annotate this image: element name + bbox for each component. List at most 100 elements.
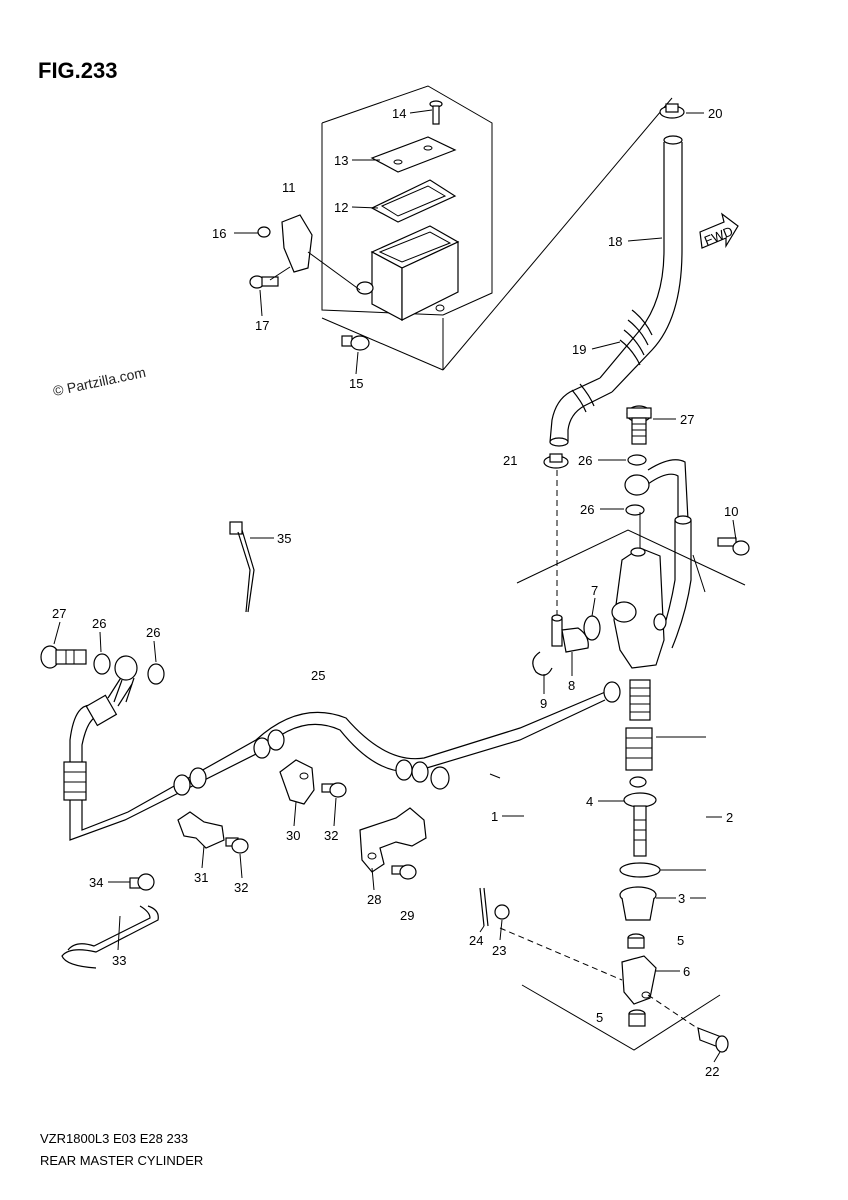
cable-tie-35[interactable]: [229, 521, 255, 613]
bracket-28[interactable]: [359, 807, 427, 873]
callout-26-left: 26: [92, 616, 106, 631]
callout-6: 6: [683, 964, 690, 979]
callout-19: 19: [572, 342, 586, 357]
callout-8: 8: [568, 678, 575, 693]
o-ring-7[interactable]: [583, 615, 601, 641]
callout-2: 2: [726, 810, 733, 825]
reservoir-body[interactable]: [356, 225, 460, 321]
callout-27-lower: 27: [52, 606, 66, 621]
hose-clamp-21[interactable]: [543, 453, 569, 469]
banjo-fitting-lower[interactable]: [113, 655, 138, 703]
figure-title: FIG.233: [38, 58, 117, 83]
callout-31: 31: [194, 870, 208, 885]
callout-27-upper: 27: [680, 412, 694, 427]
callout-26-right: 26: [146, 625, 160, 640]
callout-18: 18: [608, 234, 622, 249]
bolt-32-upper[interactable]: [321, 782, 347, 798]
assembly-outline-lower: [521, 984, 721, 1051]
diaphragm-12[interactable]: [370, 179, 457, 223]
callout-17: 17: [255, 318, 269, 333]
forward-arrow-icon: FWD: [699, 212, 739, 249]
bolt-10[interactable]: [717, 537, 750, 556]
washer-26-right[interactable]: [147, 663, 165, 685]
callout-13: 13: [334, 153, 348, 168]
boot-3[interactable]: [619, 886, 657, 921]
banjo-bolt-27-upper[interactable]: [626, 405, 652, 445]
reservoir-group: [249, 85, 493, 371]
assembly-outline-upper: [516, 529, 746, 586]
footer-name-line: REAR MASTER CYLINDER: [40, 1153, 203, 1168]
bolt-17[interactable]: [249, 266, 291, 289]
callout-24: 24: [469, 933, 483, 948]
brake-hose-25[interactable]: [63, 675, 621, 841]
reservoir-hose-18[interactable]: [599, 135, 683, 393]
callout-34: 34: [89, 875, 103, 890]
callout-5-lower: 5: [596, 1010, 603, 1025]
banjo-bolt-27-lower[interactable]: [40, 645, 87, 669]
leader-reservoir-to-clamp: [442, 97, 673, 371]
callout-14: 14: [392, 106, 406, 121]
callout-22: 22: [705, 1064, 719, 1079]
callout-32-upper: 32: [324, 828, 338, 843]
callout-32-lower: 32: [234, 880, 248, 895]
circlip-2[interactable]: [619, 862, 661, 878]
leader-23-to-6: [499, 927, 623, 981]
callout-25: 25: [311, 668, 325, 683]
callout-12: 12: [334, 200, 348, 215]
nut-5-upper[interactable]: [627, 933, 645, 949]
callout-20: 20: [708, 106, 722, 121]
callout-7: 7: [591, 583, 598, 598]
callout-26-upper: 26: [578, 453, 592, 468]
leader-6-to-22: [647, 994, 701, 1031]
callout-30: 30: [286, 828, 300, 843]
piston-assembly[interactable]: [625, 727, 653, 788]
wire-clip-33[interactable]: [61, 905, 159, 969]
clevis-6[interactable]: [621, 955, 657, 1005]
hose-end-19[interactable]: [549, 377, 613, 447]
circlip-9[interactable]: [532, 651, 553, 676]
callout-23: 23: [492, 943, 506, 958]
fwd-label: FWD: [702, 223, 735, 248]
callout-5-upper: 5: [677, 933, 684, 948]
reservoir-outline-lower: [321, 317, 444, 371]
hose-clamp-20[interactable]: [659, 103, 685, 119]
callout-9: 9: [540, 696, 547, 711]
reservoir-cap-13[interactable]: [370, 136, 457, 173]
push-rod-4[interactable]: [623, 792, 657, 857]
hose-clamp-30[interactable]: [279, 759, 315, 805]
washer-23[interactable]: [494, 904, 510, 920]
cotter-pin-24[interactable]: [479, 887, 489, 927]
bolt-32-lower[interactable]: [225, 837, 249, 854]
callout-29: 29: [400, 908, 414, 923]
callout-11: 11: [282, 180, 296, 195]
callout-28: 28: [367, 892, 381, 907]
callout-15: 15: [349, 376, 363, 391]
callout-10: 10: [724, 504, 738, 519]
watermark: © Partzilla.com: [52, 364, 148, 399]
callout-21: 21: [503, 453, 517, 468]
bolt-34[interactable]: [129, 873, 155, 891]
callout-35: 35: [277, 531, 291, 546]
hose-clamp-31[interactable]: [177, 811, 225, 849]
callout-33: 33: [112, 953, 126, 968]
bracket-16[interactable]: [257, 214, 361, 291]
bolt-15[interactable]: [341, 335, 370, 351]
bolt-29[interactable]: [391, 864, 417, 880]
washer-26-upper[interactable]: [627, 454, 647, 466]
nut-5-lower[interactable]: [628, 1009, 646, 1027]
callout-4: 4: [586, 794, 593, 809]
clevis-pin-22[interactable]: [697, 1027, 729, 1053]
washer-26-middle[interactable]: [625, 504, 645, 516]
assembly-outline-side: [692, 554, 706, 593]
callout-26-middle: 26: [580, 502, 594, 517]
master-cylinder-body[interactable]: [611, 512, 667, 669]
callout-labels: 1 2 3 4 5 5 6 7 8 9 10 11 12 13 14 15 16…: [52, 106, 738, 1079]
washer-26-left[interactable]: [93, 653, 111, 675]
screw-14[interactable]: [429, 100, 443, 125]
spring-boot[interactable]: [629, 679, 651, 721]
callout-1: 1: [491, 809, 498, 824]
callout-16: 16: [212, 226, 226, 241]
footer-model-line: VZR1800L3 E03 E28 233: [40, 1131, 188, 1146]
hose-connector-8[interactable]: [551, 614, 589, 653]
